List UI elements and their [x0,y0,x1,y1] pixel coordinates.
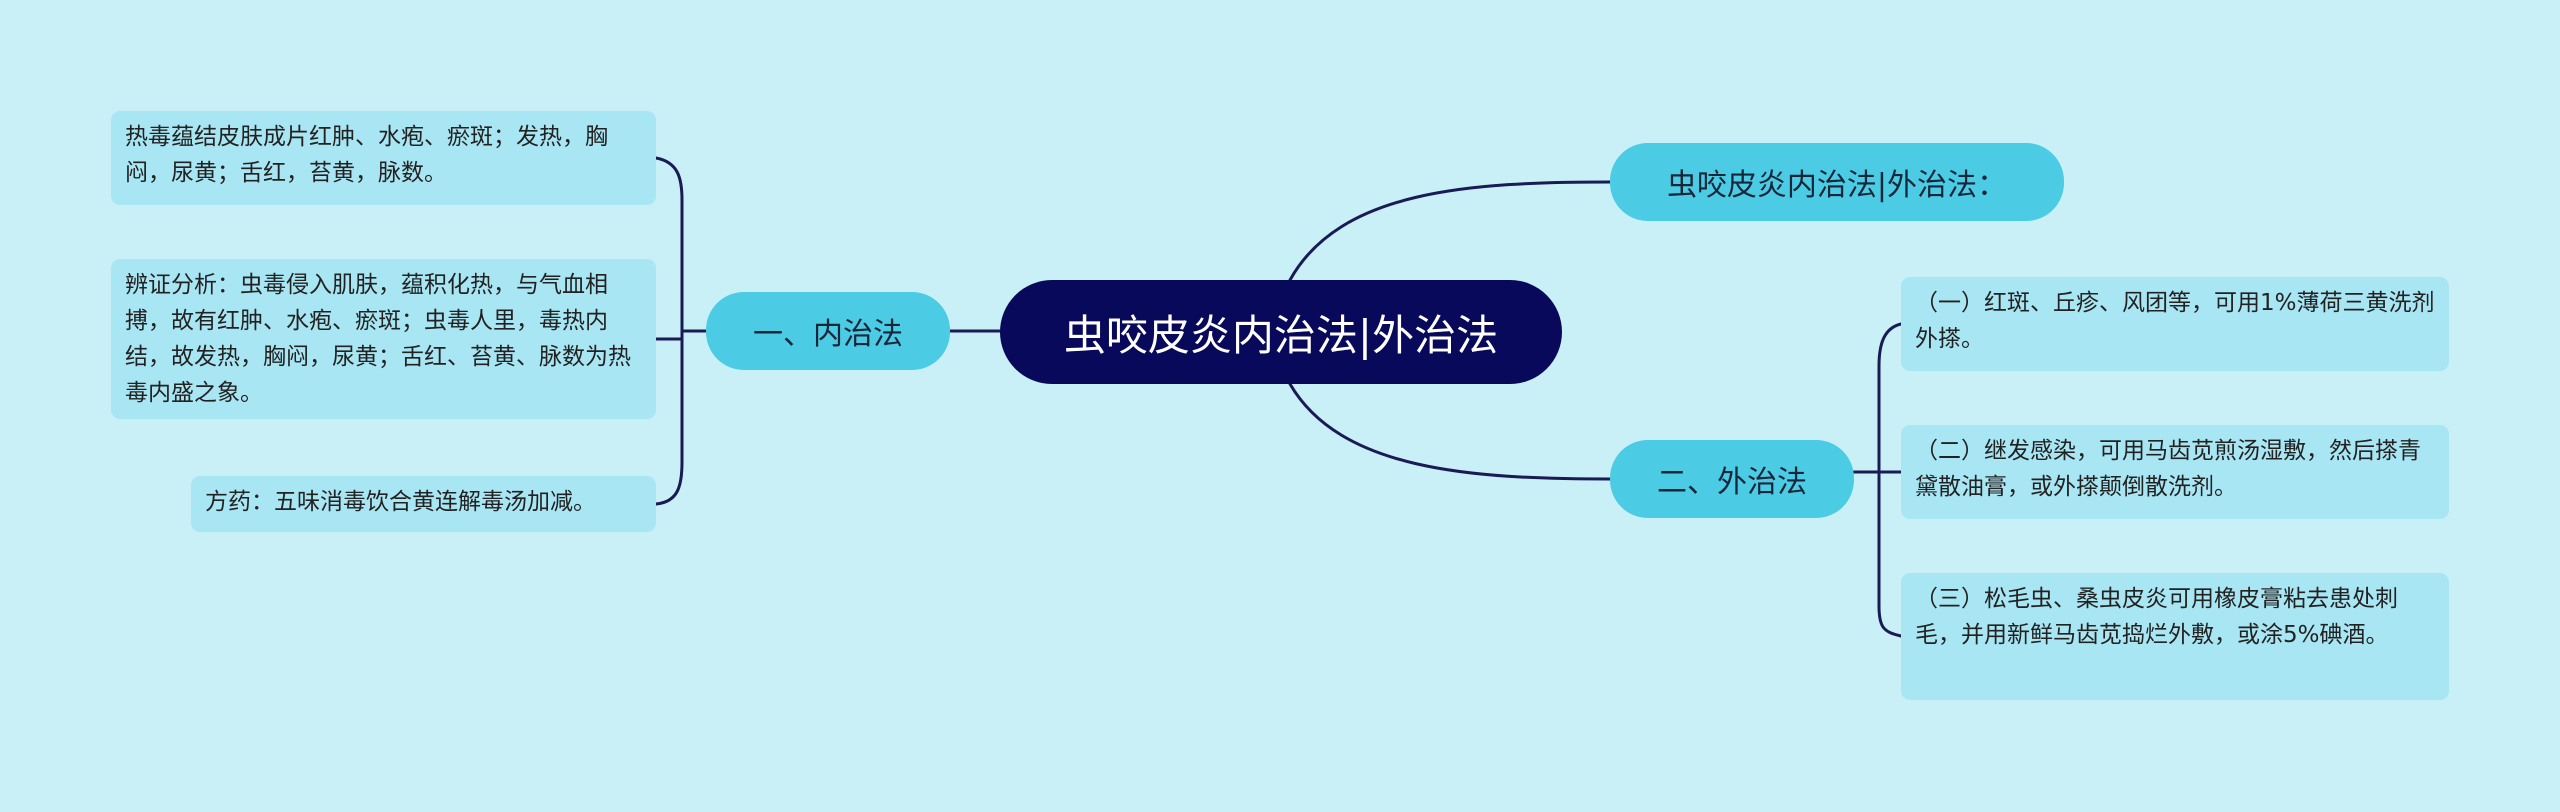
leaf-symptoms[interactable]: 热毒蕴结皮肤成片红肿、水疱、瘀斑；发热，胸闷，尿黄；舌红，苔黄，脉数。 [111,111,656,205]
branch-internal-label: 一、内治法 [753,317,903,352]
connector-left-bracket [654,156,684,506]
leaf-external-3[interactable]: （三）松毛虫、桑虫皮炎可用橡皮膏粘去患处刺毛，并用新鲜马齿苋捣烂外敷，或涂5%碘… [1901,573,2449,700]
leaf-prescription-text: 方药：五味消毒饮合黄连解毒汤加减。 [205,489,596,515]
branch-external-label: 二、外治法 [1657,465,1807,500]
leaf-analysis-text: 辨证分析：虫毒侵入肌肤，蕴积化热，与气血相搏，故有红肿、水疱、瘀斑；虫毒人里，毒… [125,272,631,406]
branch-internal-treatment[interactable]: 一、内治法 [706,292,950,370]
leaf-external-2[interactable]: （二）继发感染，可用马齿苋煎汤湿敷，然后搽青黛散油膏，或外搽颠倒散洗剂。 [1901,425,2449,519]
connector-root-right2 [1288,382,1612,481]
leaf-prescription[interactable]: 方药：五味消毒饮合黄连解毒汤加减。 [191,476,656,532]
leaf-external-1-text: （一）红斑、丘疹、风团等，可用1%薄荷三黄洗剂外搽。 [1915,290,2435,352]
leaf-symptoms-text: 热毒蕴结皮肤成片红肿、水疱、瘀斑；发热，胸闷，尿黄；舌红，苔黄，脉数。 [125,124,608,186]
branch-title-repeat[interactable]: 虫咬皮炎内治法|外治法： [1610,143,2064,221]
branch-external-treatment[interactable]: 二、外治法 [1610,440,1854,518]
root-label: 虫咬皮炎内治法|外治法 [1063,310,1499,360]
leaf-analysis[interactable]: 辨证分析：虫毒侵入肌肤，蕴积化热，与气血相搏，故有红肿、水疱、瘀斑；虫毒人里，毒… [111,259,656,419]
branch-title-label: 虫咬皮炎内治法|外治法： [1666,168,2008,203]
leaf-external-1[interactable]: （一）红斑、丘疹、风团等，可用1%薄荷三黄洗剂外搽。 [1901,277,2449,371]
connector-right-bracket [1877,322,1903,638]
leaf-external-2-text: （二）继发感染，可用马齿苋煎汤湿敷，然后搽青黛散油膏，或外搽颠倒散洗剂。 [1915,438,2421,500]
root-node[interactable]: 虫咬皮炎内治法|外治法 [1000,280,1562,384]
connector-root-right1 [1288,180,1612,282]
leaf-external-3-text: （三）松毛虫、桑虫皮炎可用橡皮膏粘去患处刺毛，并用新鲜马齿苋捣烂外敷，或涂5%碘… [1915,586,2398,648]
